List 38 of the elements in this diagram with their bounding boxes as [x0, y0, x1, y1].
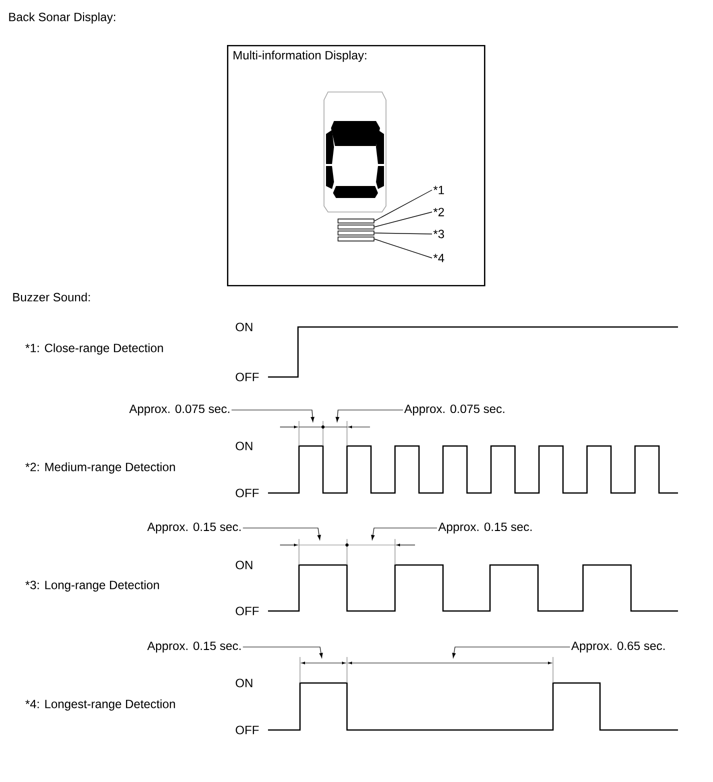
indicator-bar: [338, 218, 374, 224]
label: *1: Close-range Detection: [25, 343, 163, 355]
dimension-note: Approx. 0.075 sec.: [404, 404, 504, 416]
label: Buzzer Sound:: [13, 292, 90, 302]
callout-number: *2: [433, 208, 444, 216]
leader-line: [336, 410, 404, 422]
dimension-note: Approx. 0.15 sec.: [147, 642, 241, 652]
label: *2: Medium-range Detection: [25, 462, 175, 474]
label: Back Sonar Display:: [9, 12, 116, 24]
leader-line: [374, 212, 432, 228]
label: ON: [236, 678, 252, 688]
indicator-bar: [338, 224, 374, 230]
leader-line: [374, 232, 432, 234]
leader-line: [452, 646, 570, 658]
label: OFF: [236, 726, 259, 734]
label: ON: [236, 322, 252, 332]
label: OFF: [236, 488, 259, 498]
callout-number: *1: [433, 186, 444, 194]
leader-line: [374, 190, 432, 222]
leader-line: [374, 238, 432, 258]
dimension-note: Approx. 0.15 sec.: [147, 522, 241, 534]
label: *3: Long-range Detection: [25, 580, 159, 592]
leader-line: [231, 410, 314, 422]
leader-line: [242, 646, 323, 658]
leader-line: [242, 528, 321, 540]
callout-number: *3: [433, 230, 444, 238]
label: OFF: [236, 606, 259, 616]
dimension-note: Approx. 0.15 sec.: [438, 522, 532, 534]
callout-number: *4: [433, 254, 444, 262]
dimension-note: Approx. 0.65 sec.: [571, 642, 665, 652]
label: ON: [236, 442, 252, 450]
leader-line: [371, 528, 438, 540]
dimension-note: Approx. 0.075 sec.: [129, 404, 230, 416]
label: ON: [236, 560, 252, 570]
indicator-bar: [338, 230, 374, 236]
label: OFF: [236, 372, 259, 382]
indicator-bar: [338, 236, 374, 242]
label: *4: Longest-range Detection: [25, 699, 175, 711]
